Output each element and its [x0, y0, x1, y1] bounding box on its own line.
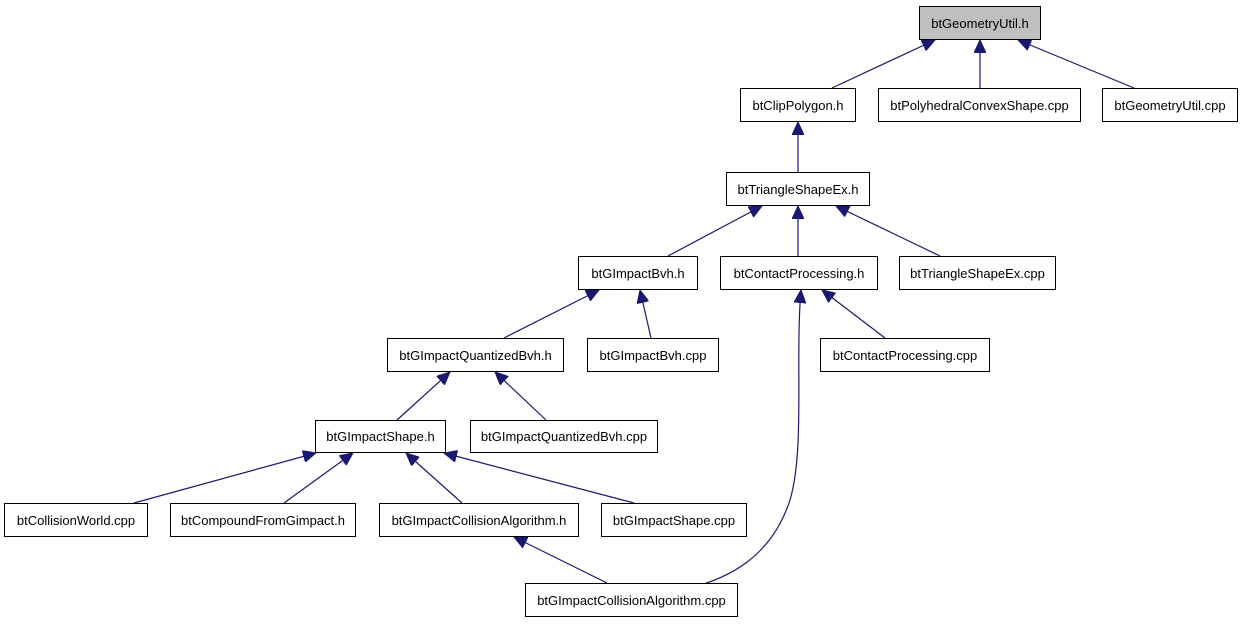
node-btgeometryutil-h[interactable]: btGeometryUtil.h [919, 6, 1041, 40]
edge-gimpactshape-collisionalgorithm-h [406, 453, 463, 504]
edge-geometryutil-clippolygon [831, 39, 935, 89]
node-btgimpactcollisionalgorithm-h[interactable]: btGImpactCollisionAlgorithm.h [379, 503, 579, 537]
node-btcollisionworld-cpp[interactable]: btCollisionWorld.cpp [4, 503, 148, 537]
edge-triangleshapeex-triangleshapeex-cpp [836, 205, 941, 257]
edge-contactprocessing-contactprocessing-cpp [822, 290, 886, 339]
node-btgimpactquantizedbvh-h[interactable]: btGImpactQuantizedBvh.h [387, 338, 564, 372]
node-btgimpactbvh-h[interactable]: btGImpactBvh.h [578, 256, 698, 290]
node-btclippolygon-h[interactable]: btClipPolygon.h [740, 88, 856, 122]
node-btcontactprocessing-h[interactable]: btContactProcessing.h [720, 256, 878, 290]
node-btgimpactbvh-cpp[interactable]: btGImpactBvh.cpp [587, 338, 719, 372]
edge-gimpactshape-compoundfromgimpact-h [283, 453, 353, 504]
node-btpolyhedralconvexshape-cpp[interactable]: btPolyhedralConvexShape.cpp [878, 88, 1081, 122]
edge-gimpactbvh-gimpactbvh-cpp [640, 290, 652, 339]
edge-contactprocessing-collisionalgorithm-cpp [685, 290, 801, 590]
node-btgimpactshape-h[interactable]: btGImpactShape.h [315, 420, 446, 453]
edge-gimpactshape-collisionworld-cpp [133, 453, 316, 504]
node-btgimpactshape-cpp[interactable]: btGImpactShape.cpp [601, 503, 747, 537]
node-btgimpactquantizedbvh-cpp[interactable]: btGImpactQuantizedBvh.cpp [470, 420, 658, 453]
edge-gimpactshape-gimpactshape-cpp [444, 453, 635, 504]
node-bttriangleshapeex-cpp[interactable]: btTriangleShapeEx.cpp [899, 256, 1056, 290]
node-btcontactprocessing-cpp[interactable]: btContactProcessing.cpp [820, 338, 990, 372]
edge-quantizedbvh-gimpactshape-h [396, 372, 450, 421]
edge-triangleshapeex-gimpactbvh-h [667, 206, 762, 257]
edge-collisionalgorithm-h-collisionalgorithm-cpp [514, 536, 608, 584]
edge-quantizedbvh-quantizedbvh-cpp [495, 372, 547, 421]
node-btgeometryutil-cpp[interactable]: btGeometryUtil.cpp [1102, 88, 1238, 122]
node-bttriangleshapeex-h[interactable]: btTriangleShapeEx.h [726, 172, 870, 206]
edge-geometryutil-geometryutilcpp [1018, 40, 1135, 89]
node-btgimpactcollisionalgorithm-cpp[interactable]: btGImpactCollisionAlgorithm.cpp [525, 583, 738, 617]
edge-gimpactbvh-quantizedbvh-h [503, 290, 599, 339]
node-btcompoundfromgimpact-h[interactable]: btCompoundFromGimpact.h [170, 503, 356, 537]
